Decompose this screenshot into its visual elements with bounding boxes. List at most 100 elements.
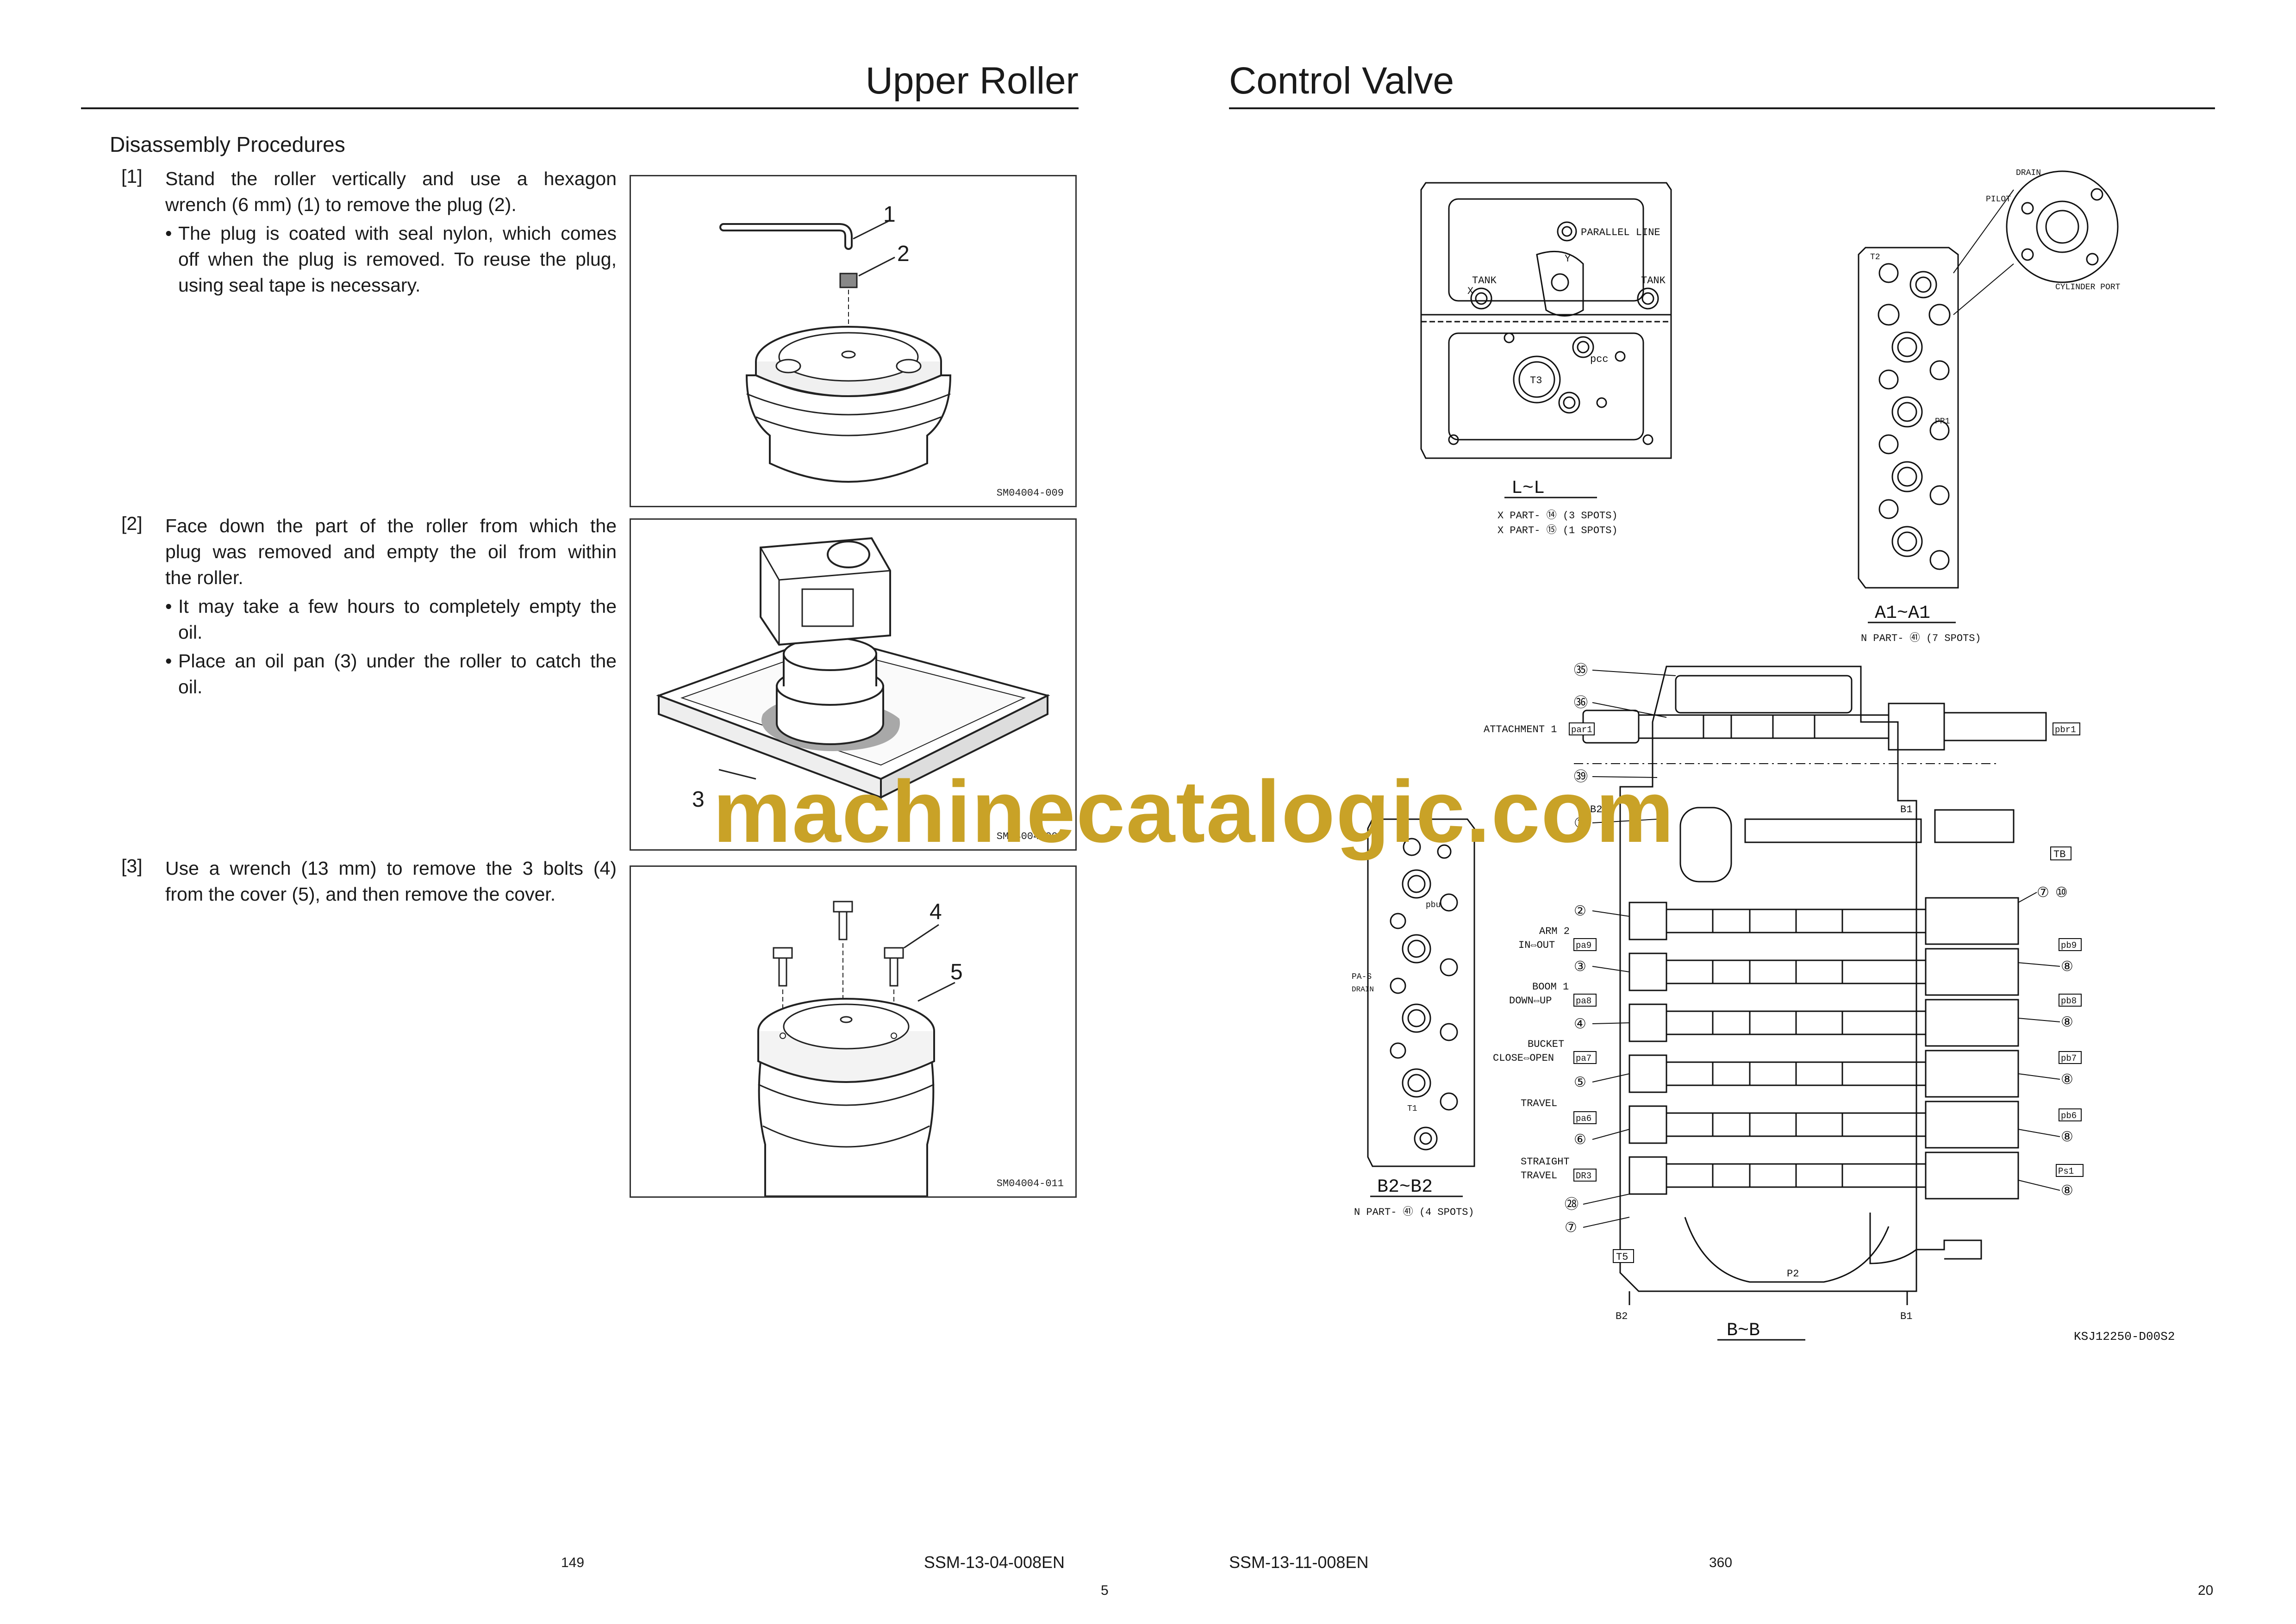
view-l-l <box>1420 182 1672 459</box>
label-b2: B2 <box>1590 804 1602 815</box>
label-t5: T5 <box>1616 1251 1628 1263</box>
port-pa8: pa8 <box>1576 996 1591 1006</box>
left-title-rule <box>81 107 1079 109</box>
bullet-line: The plug is coated with seal nylon, whic… <box>178 223 617 244</box>
function-label-bucket-direction: CLOSE⇔OPEN <box>1493 1052 1554 1064</box>
marker: ⑩ <box>2055 884 2068 901</box>
port-par1: par1 <box>1571 725 1592 735</box>
port-pb8: pb8 <box>2061 996 2077 1006</box>
step-3-line: Use a wrench (13 mm) to remove the 3 bol… <box>165 858 617 879</box>
view-b2-b2 <box>1367 818 1475 1167</box>
view-note: X PART- ⑭ (3 SPOTS) <box>1497 510 1618 522</box>
watermark-text: machinecatalogic.com <box>713 763 1675 861</box>
label-t3: T3 <box>1530 375 1542 386</box>
label-b1: B1 <box>1900 1311 1912 1322</box>
bullet-line: using seal tape is necessary. <box>178 274 421 296</box>
marker: ㉘ <box>1565 1196 1578 1213</box>
marker: ⑧ <box>2061 1129 2073 1145</box>
right-page-number: 360 <box>1709 1555 1733 1570</box>
callout-4: 4 <box>930 900 942 924</box>
bullet-line: off when the plug is removed. To reuse t… <box>178 249 617 270</box>
label-tank: TANK <box>1641 275 1666 286</box>
label-pcc: pcc <box>1590 354 1609 365</box>
bullet-line: Place an oil pan (3) under the roller to… <box>178 650 617 672</box>
marker: ⑦ <box>1565 1220 1577 1236</box>
right-title-rule <box>1229 107 2215 109</box>
marker: ④ <box>1574 1016 1586 1032</box>
control-valve-diagram: PARALLEL LINE TANK TANK pcc T3 X Y L~L X… <box>1352 168 2175 1344</box>
function-label-boom-direction: DOWN⇔UP <box>1509 995 1552 1007</box>
view-title-l-l: L~L <box>1511 478 1545 499</box>
bullet-line: It may take a few hours to completely em… <box>178 596 617 617</box>
label-drain: DRAIN <box>2016 168 2041 178</box>
port-pb7: pb7 <box>2061 1053 2077 1064</box>
roller-plug-illustration <box>719 219 952 483</box>
right-doc-code: SSM-13-11-008EN <box>1229 1553 1369 1572</box>
step-1: Stand the roller vertically and use a he… <box>165 166 617 298</box>
label-tank: TANK <box>1472 275 1497 286</box>
roller-oil-pan-illustration <box>656 537 1050 799</box>
step-2-bullet: • Place an oil pan (3) under the roller … <box>165 648 617 700</box>
callout-5: 5 <box>950 960 963 984</box>
function-label-arm: ARM 2 <box>1539 926 1570 937</box>
figure-code: SM04004-011 <box>996 1178 1064 1189</box>
marker: ① <box>1574 815 1586 831</box>
view-title-b-b: B~B <box>1727 1320 1760 1341</box>
label-p2: P2 <box>1787 1268 1799 1280</box>
label-b1: B1 <box>1900 804 1912 815</box>
label-b2: B2 <box>1616 1311 1628 1322</box>
roller-cover-bolts-illustration <box>757 901 955 1197</box>
step-2-line: plug was removed and empty the oil from … <box>165 541 617 562</box>
bullet-line: oil. <box>178 622 203 643</box>
right-sheet-number: 20 <box>2198 1583 2214 1598</box>
function-label-attachment: ATTACHMENT 1 <box>1484 724 1557 735</box>
step-2-bullet: • It may take a few hours to completely … <box>165 593 617 645</box>
marker: ⑧ <box>2061 958 2073 975</box>
bullet-line: oil. <box>178 676 203 697</box>
figure-1: 1 2 SM04004-009 <box>630 175 1077 507</box>
view-title-a1-a1: A1~A1 <box>1875 603 1930 624</box>
port-pa6: pa6 <box>1576 1114 1591 1124</box>
view-title-b2-b2: B2~B2 <box>1377 1177 1433 1198</box>
step-number-2: [2] <box>121 513 143 534</box>
step-2-line: the roller. <box>165 567 243 588</box>
marker: ⑦ <box>2037 884 2049 901</box>
right-page-title: Control Valve <box>1229 60 1454 102</box>
marker: ㉟ <box>1574 662 1588 678</box>
port-dr3: DR3 <box>1576 1171 1591 1181</box>
marker: ㊴ <box>1574 769 1588 785</box>
step-number-3: [3] <box>121 855 143 877</box>
figure-code: SM04004-008 <box>996 831 1064 842</box>
callout-2: 2 <box>897 242 910 266</box>
figure-2: SM04004-008 <box>630 518 1077 851</box>
view-b-b <box>1574 666 2047 1305</box>
label-pbu: pbu <box>1426 901 1441 910</box>
function-label-straight-travel: TRAVEL <box>1521 1170 1557 1182</box>
port-pb9: pb9 <box>2061 940 2077 951</box>
label-pilot: PILOT <box>1986 195 2011 204</box>
left-sheet-number: 5 <box>1101 1583 1109 1598</box>
function-label-bucket: BUCKET <box>1528 1039 1564 1050</box>
step-1-bullet: • The plug is coated with seal nylon, wh… <box>165 220 617 298</box>
label-tb: TB <box>2053 849 2065 860</box>
view-note: X PART- ⑮ (1 SPOTS) <box>1497 524 1618 536</box>
callout-3: 3 <box>692 787 705 812</box>
label-drain: DRAIN <box>1352 985 1374 994</box>
marker: ② <box>1574 903 1586 919</box>
function-label-straight: STRAIGHT <box>1521 1156 1570 1168</box>
label-y: Y <box>1565 253 1571 265</box>
callout-1: 1 <box>883 202 896 227</box>
marker: ⑧ <box>2061 1071 2073 1088</box>
label-parallel-line: PARALLEL LINE <box>1581 227 1660 238</box>
marker: ⑥ <box>1574 1132 1586 1148</box>
left-page-title: Upper Roller <box>865 60 1079 102</box>
step-number-1: [1] <box>121 166 143 187</box>
function-label-travel: TRAVEL <box>1521 1098 1557 1109</box>
step-1-line: Stand the roller vertically and use a he… <box>165 168 617 189</box>
step-3-line: from the cover (5), and then remove the … <box>165 884 556 905</box>
figure-3: 4 5 SM04004-011 <box>630 865 1077 1198</box>
marker: ㊱ <box>1574 695 1588 711</box>
label-t1: T1 <box>1407 1104 1417 1114</box>
label-pr1: PR1 <box>1935 417 1950 426</box>
function-label-arm-direction: IN⇔OUT <box>1518 940 1555 951</box>
